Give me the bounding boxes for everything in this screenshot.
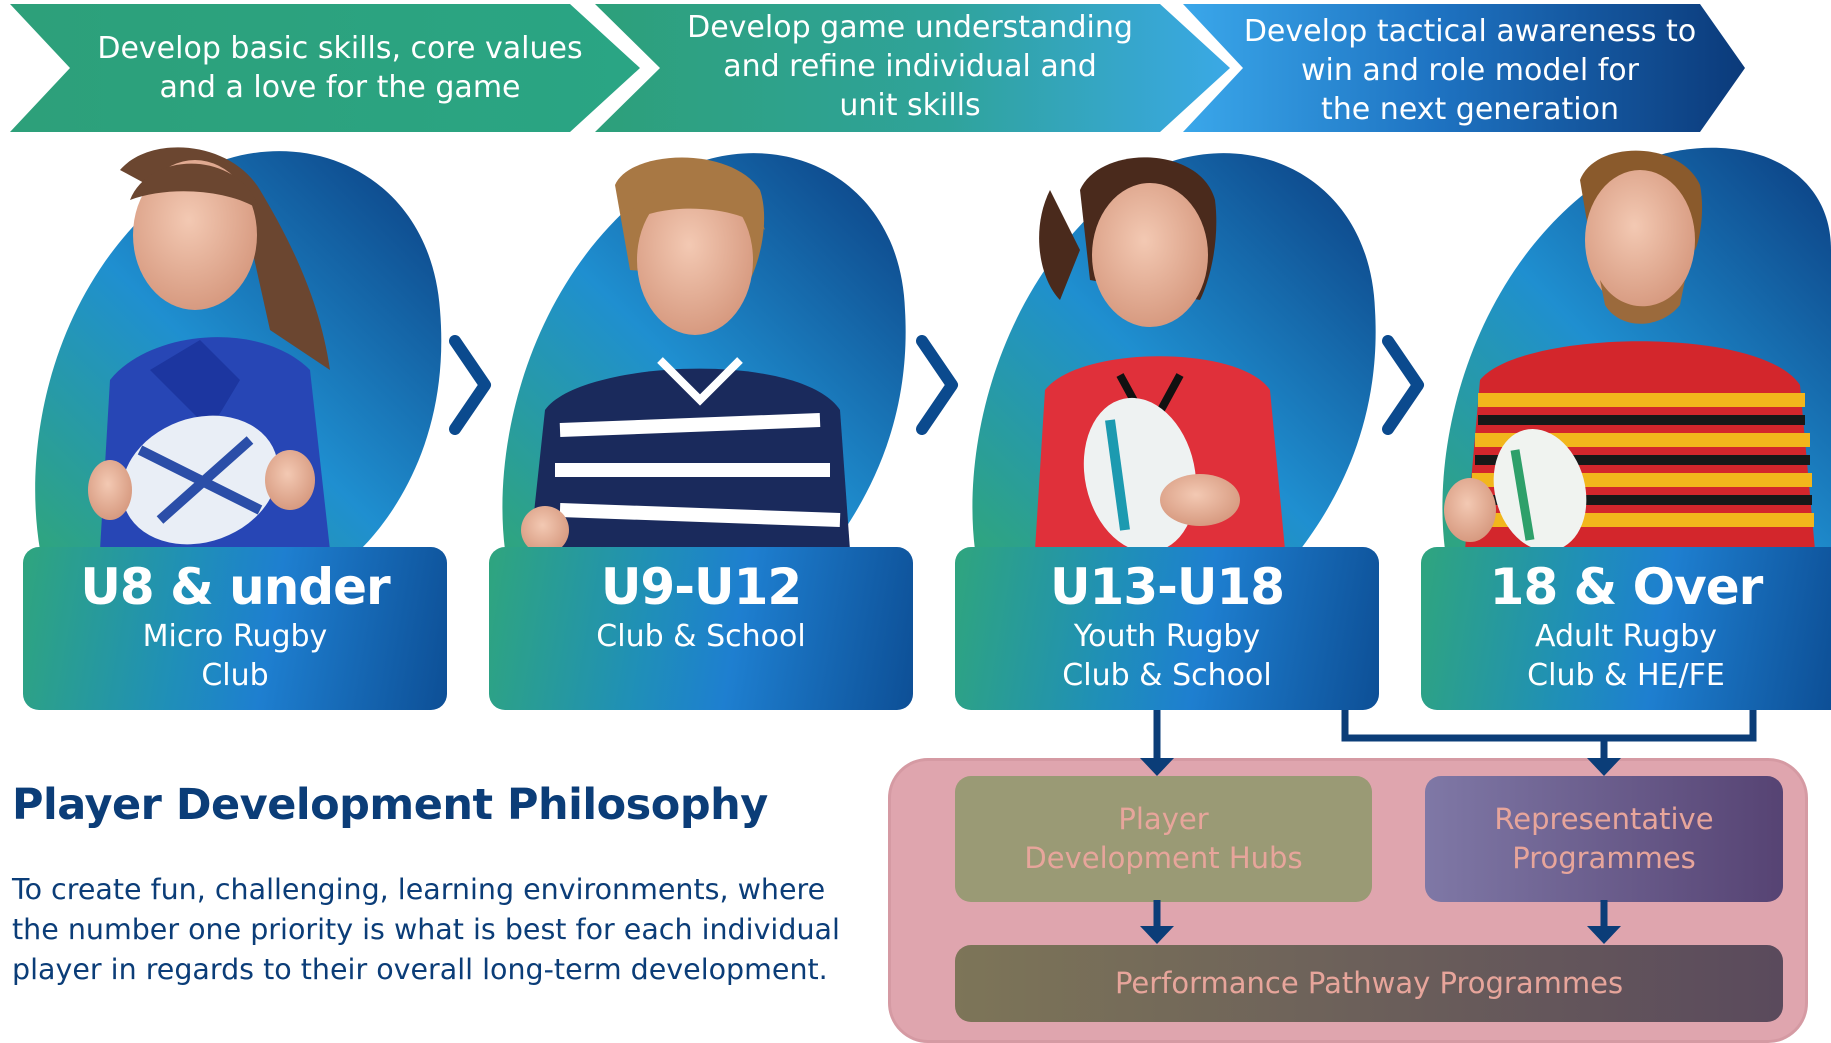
banner-text-3: Develop tactical awareness to win and ro… bbox=[1240, 10, 1700, 130]
hubs-line: Development Hubs bbox=[1024, 841, 1303, 875]
stage-arrow-3 bbox=[1382, 335, 1424, 435]
representative-line: Representative bbox=[1494, 802, 1714, 836]
stage-subtitle: Micro Rugby bbox=[142, 619, 328, 654]
philosophy-heading: Player Development Philosophy bbox=[12, 780, 768, 830]
stage-title: U8 & under bbox=[80, 558, 390, 616]
player-development-hubs-box: Player Development Hubs bbox=[955, 776, 1372, 902]
banner-1-line: and a love for the game bbox=[159, 70, 521, 105]
stage-title: U13-U18 bbox=[1049, 558, 1285, 616]
banner-chevron-2 bbox=[595, 4, 1230, 132]
stage-subtitle: Club & HE/FE bbox=[1527, 658, 1725, 693]
stage-subtitle: Club bbox=[201, 658, 269, 693]
hubs-line: Player bbox=[1118, 802, 1209, 836]
stage-arrow-2 bbox=[916, 335, 958, 435]
representative-programmes-box: Representative Programmes bbox=[1425, 776, 1783, 902]
performance-label: Performance Pathway Programmes bbox=[1114, 966, 1624, 1000]
banner-chevrons bbox=[10, 4, 1745, 132]
banner-2-line: and refine individual and bbox=[723, 48, 1097, 84]
performance-pathway-box: Performance Pathway Programmes bbox=[955, 945, 1783, 1022]
player-photos bbox=[35, 147, 1831, 554]
stage-card-18-over: 18 & Over Adult Rugby Club & HE/FE bbox=[1421, 547, 1831, 710]
philosophy-text-line: To create fun, challenging, learning env… bbox=[12, 873, 826, 906]
banner-chevron-1 bbox=[10, 4, 640, 132]
stage-arrow-1 bbox=[449, 335, 491, 435]
stage-subtitle: Adult Rugby bbox=[1534, 619, 1718, 654]
representative-line: Programmes bbox=[1512, 841, 1696, 875]
player-photo-18-over bbox=[1442, 147, 1831, 552]
banner-3-line: the next generation bbox=[1321, 91, 1619, 127]
pathway-connectors bbox=[1140, 710, 1757, 944]
stage-card-u13-u18: U13-U18 Youth Rugby Club & School bbox=[955, 547, 1379, 710]
player-photo-u8 bbox=[35, 147, 442, 550]
stage-card-u8: U8 & under Micro Rugby Club bbox=[23, 547, 447, 710]
stage-title: 18 & Over bbox=[1489, 558, 1764, 616]
stage-subtitle: Club & School bbox=[1062, 658, 1272, 693]
banner-text-1: Develop basic skills, core values and a … bbox=[90, 18, 590, 118]
player-photo-u13-u18 bbox=[972, 153, 1376, 553]
stage-subtitle: Club & School bbox=[596, 619, 806, 654]
banner-text-2: Develop game understanding and refine in… bbox=[660, 6, 1160, 126]
player-photo-u9-u12 bbox=[502, 153, 906, 554]
banner-3-line: Develop tactical awareness to bbox=[1243, 13, 1697, 49]
stage-card-u9-u12: U9-U12 Club & School bbox=[489, 547, 913, 710]
philosophy-text-line: the number one priority is what is best … bbox=[12, 913, 840, 946]
banner-3-line: win and role model for bbox=[1301, 52, 1639, 88]
banner-2-line: Develop game understanding bbox=[687, 9, 1133, 45]
stage-subtitle: Youth Rugby bbox=[1073, 619, 1261, 654]
banner-1-line: Develop basic skills, core values bbox=[97, 31, 583, 66]
banner-chevron-3 bbox=[1183, 4, 1745, 132]
philosophy-text-line: player in regards to their overall long-… bbox=[12, 953, 828, 986]
banner-2-line: unit skills bbox=[839, 87, 981, 123]
stage-title: U9-U12 bbox=[600, 558, 802, 616]
